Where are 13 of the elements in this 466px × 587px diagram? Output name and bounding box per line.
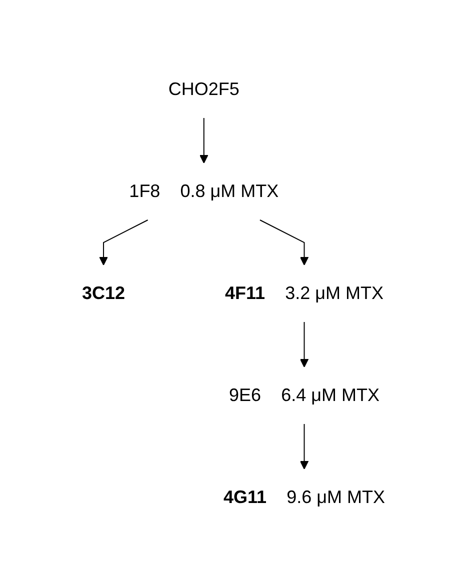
arrow: [98, 220, 148, 266]
node-label: 3.2 μM MTX: [284, 283, 383, 303]
arrow: [299, 322, 308, 368]
arrow: [299, 424, 308, 470]
node-text: 9E6 6.4 μM MTX: [228, 385, 379, 405]
node-text: 3C12: [82, 283, 125, 303]
node-text: CHO2F5: [168, 79, 239, 99]
node-text: 4G11: [223, 487, 266, 507]
node-label: 9.6 μM MTX: [286, 487, 384, 507]
node-text: 4F11: [224, 283, 265, 303]
node-text: 1F8 0.8 μM MTX: [128, 181, 278, 201]
arrow: [258, 220, 308, 266]
arrow: [199, 118, 208, 164]
